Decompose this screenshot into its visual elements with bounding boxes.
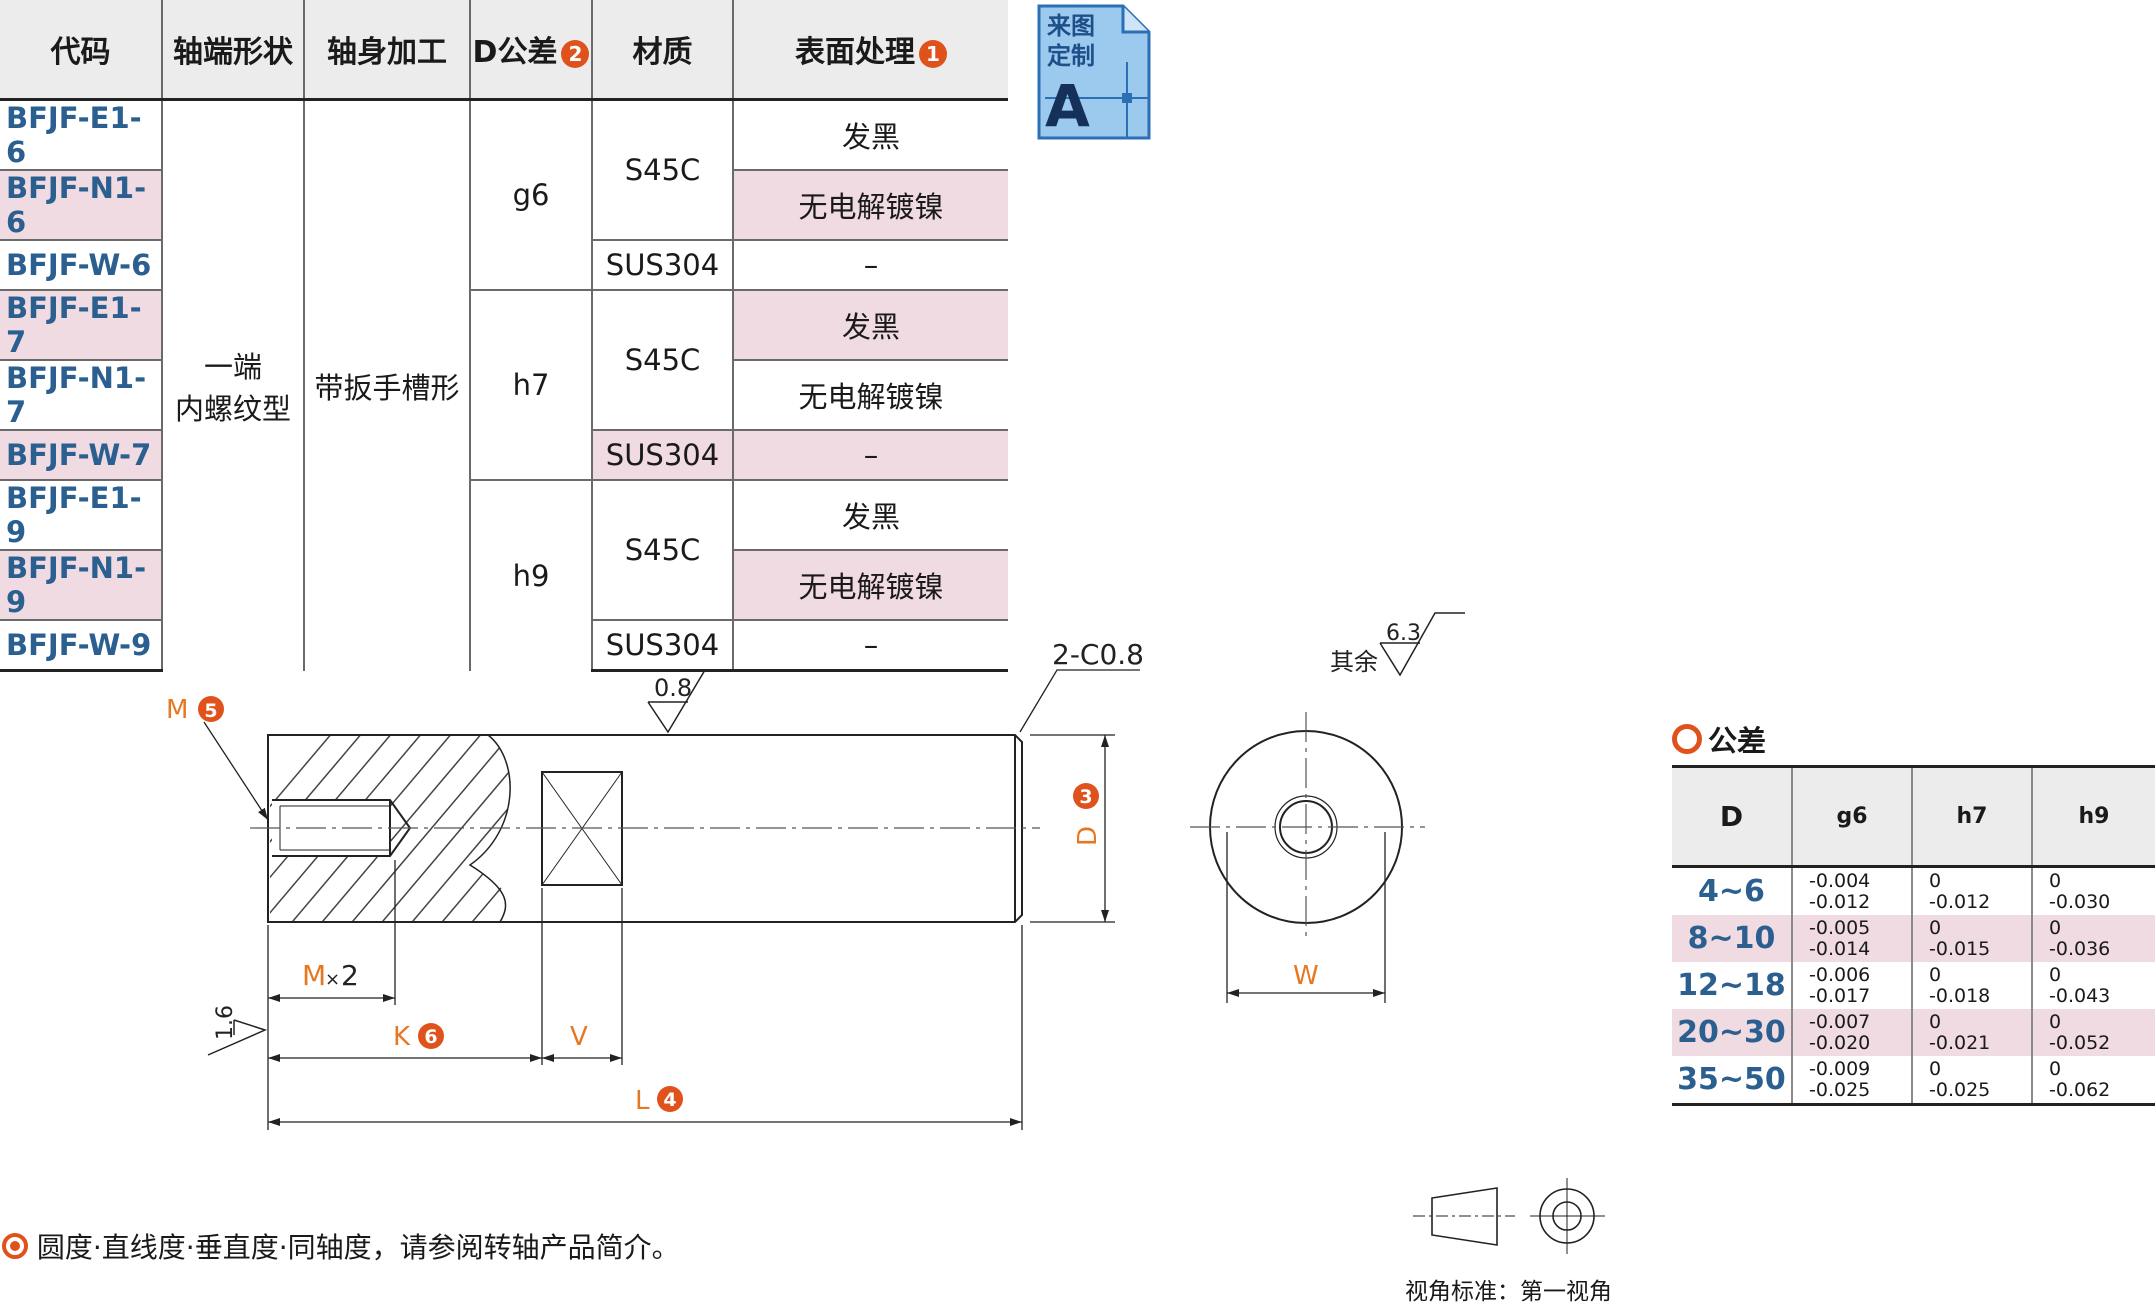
finish-cell: – bbox=[733, 240, 1008, 291]
header-code: 代码 bbox=[0, 0, 163, 101]
k-label: K bbox=[393, 1022, 411, 1052]
table-row: 4~6 -0.004-0.012 0-0.012 0-0.030 bbox=[1672, 866, 2155, 915]
rest-label: 其余 bbox=[1330, 648, 1378, 676]
table-row: 8~10 -0.005-0.014 0-0.015 0-0.036 bbox=[1672, 915, 2155, 962]
tolerance-table: D g6 h7 h9 4~6 -0.004-0.012 0-0.012 0-0.… bbox=[1672, 765, 2155, 1106]
custom-drawing-badge: 来图 定制 A bbox=[1037, 4, 1151, 140]
mx2-x: × bbox=[325, 969, 340, 990]
material-s45c: S45C bbox=[592, 290, 734, 431]
code-cell: BFJF-E1-9 bbox=[0, 480, 163, 551]
d-badge: 3 bbox=[1079, 786, 1092, 808]
mx2-m: M bbox=[302, 959, 326, 992]
projection-label: 视角标准：第一视角 bbox=[1405, 1279, 1612, 1305]
tolerance-title-icon bbox=[1672, 724, 1702, 754]
badge-2: 2 bbox=[561, 39, 590, 68]
badge-1: 1 bbox=[919, 39, 947, 68]
v-label: V bbox=[570, 1022, 588, 1052]
footnote-text: 圆度·直线度·垂直度·同轴度，请参阅转轴产品简介。 bbox=[36, 1231, 680, 1264]
finish-cell: 无电解镀镍 bbox=[733, 170, 1008, 241]
k-badge: 6 bbox=[424, 1026, 437, 1048]
d-label: D bbox=[1073, 826, 1103, 846]
chamfer-label: 2-C0.8 bbox=[1052, 638, 1144, 671]
material-sus304: SUS304 bbox=[592, 430, 734, 481]
w-label: W bbox=[1293, 961, 1319, 991]
table-row: 35~50 -0.009-0.025 0-0.025 0-0.062 bbox=[1672, 1056, 2155, 1106]
header-shaft-body: 轴身加工 bbox=[304, 0, 471, 101]
code-cell: BFJF-W-7 bbox=[0, 430, 163, 481]
m-badge: 5 bbox=[204, 700, 217, 722]
finish-cell: 无电解镀镍 bbox=[733, 360, 1008, 431]
finish-cell: 发黑 bbox=[733, 480, 1008, 551]
code-cell: BFJF-W-9 bbox=[0, 620, 163, 672]
m-label: M bbox=[166, 695, 188, 725]
tolerance-title: 公差 bbox=[1672, 718, 1766, 760]
badge-line1: 来图 bbox=[1047, 12, 1095, 40]
tol-header-h9: h9 bbox=[2032, 765, 2155, 868]
roughness-top-value: 0.8 bbox=[654, 674, 692, 702]
code-cell: BFJF-N1-7 bbox=[0, 360, 163, 431]
roughness-left-symbol bbox=[207, 1019, 268, 1056]
material-sus304: SUS304 bbox=[592, 620, 734, 672]
roughness-rest-symbol bbox=[1379, 612, 1465, 677]
footnote: 圆度·直线度·垂直度·同轴度，请参阅转轴产品简介。 bbox=[2, 1226, 680, 1266]
material-sus304: SUS304 bbox=[592, 240, 734, 291]
finish-cell: – bbox=[733, 620, 1008, 672]
tol-header-h7: h7 bbox=[1912, 765, 2033, 868]
table-row: 12~18 -0.006-0.017 0-0.018 0-0.043 bbox=[1672, 962, 2155, 1009]
badge-line2: 定制 bbox=[1047, 42, 1095, 70]
header-shaft-end: 轴端形状 bbox=[162, 0, 305, 101]
code-cell: BFJF-W-6 bbox=[0, 240, 163, 291]
shaft-body-cell: 带扳手槽形 bbox=[304, 99, 471, 671]
material-s45c: S45C bbox=[592, 480, 734, 621]
l-badge: 4 bbox=[663, 1089, 676, 1111]
table-row: 20~30 -0.007-0.020 0-0.021 0-0.052 bbox=[1672, 1009, 2155, 1056]
l-label: L bbox=[635, 1086, 650, 1116]
roughness-rest-value: 6.3 bbox=[1386, 621, 1421, 646]
roughness-left-value: 1.6 bbox=[213, 1005, 238, 1040]
badge-letter: A bbox=[1045, 72, 1090, 140]
tol-header-g6: g6 bbox=[1792, 765, 1913, 868]
mx2-2: 2 bbox=[341, 959, 359, 992]
code-cell: BFJF-E1-6 bbox=[0, 99, 163, 171]
finish-cell: 无电解镀镍 bbox=[733, 550, 1008, 621]
tolerance-h9: h9 bbox=[470, 480, 593, 671]
header-material: 材质 bbox=[592, 0, 734, 101]
tol-header-d: D bbox=[1672, 765, 1793, 868]
shaft-end-cell: 一端内螺纹型 bbox=[162, 99, 305, 671]
code-cell: BFJF-E1-7 bbox=[0, 290, 163, 361]
code-cell: BFJF-N1-6 bbox=[0, 170, 163, 241]
code-cell: BFJF-N1-9 bbox=[0, 550, 163, 621]
finish-cell: 发黑 bbox=[733, 99, 1008, 171]
material-s45c: S45C bbox=[592, 99, 734, 241]
tolerance-g6: g6 bbox=[470, 99, 593, 291]
footnote-bullet-icon bbox=[2, 1233, 28, 1259]
finish-cell: 发黑 bbox=[733, 290, 1008, 361]
finish-cell: – bbox=[733, 430, 1008, 481]
tolerance-h7: h7 bbox=[470, 290, 593, 481]
projection-symbol bbox=[1413, 1178, 1605, 1254]
roughness-top-symbol bbox=[647, 669, 740, 734]
